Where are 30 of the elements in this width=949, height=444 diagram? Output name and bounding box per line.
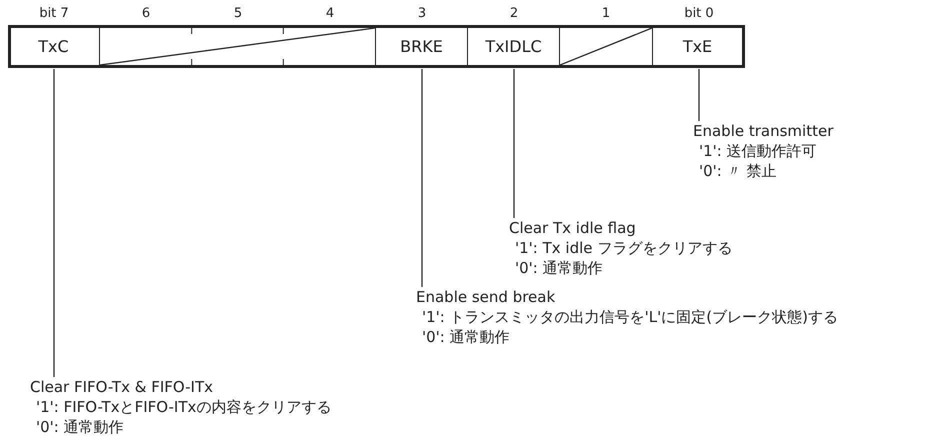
bit-cell: TxIDLC (468, 28, 560, 65)
field-name: Enable send break (416, 287, 556, 307)
reserved-cell (560, 28, 653, 65)
leader-line (513, 69, 515, 218)
field-name: Enable transmitter (693, 121, 834, 141)
bit-number: 1 (602, 6, 610, 22)
value-description: '1': Tx idle フラグをクリアする (514, 238, 732, 258)
bit-number: 2 (510, 6, 518, 22)
value-description: '1': トランスミッタの出力信号を'L'に固定(ブレーク状態)する (421, 307, 838, 327)
value-description: '1': FIFO-TxとFIFO-ITxの内容をクリアする (35, 397, 332, 417)
bit-cell: TxE (653, 28, 742, 65)
field-name: Clear FIFO-Tx & FIFO-ITx (30, 377, 214, 397)
value-description: '1': 送信動作許可 (698, 141, 818, 161)
bit-number: 3 (418, 6, 426, 22)
bit-number: 6 (142, 6, 150, 22)
bit-number: 4 (326, 6, 334, 22)
reserved-cell (100, 28, 376, 65)
bit-number: bit 7 (39, 6, 69, 22)
leader-line (53, 69, 55, 377)
value-description: '0': 〃 禁止 (698, 161, 778, 181)
bit-number: bit 0 (684, 6, 714, 22)
leader-line (698, 69, 700, 121)
value-description: '0': 通常動作 (35, 417, 125, 437)
field-name: Clear Tx idle flag (509, 218, 637, 238)
bit-cell: TxC (8, 28, 100, 65)
value-description: '0': 通常動作 (514, 258, 604, 278)
bit-number: 5 (234, 6, 242, 22)
bit-cell: BRKE (376, 28, 468, 65)
value-description: '0': 通常動作 (421, 327, 511, 347)
leader-line (421, 69, 423, 287)
